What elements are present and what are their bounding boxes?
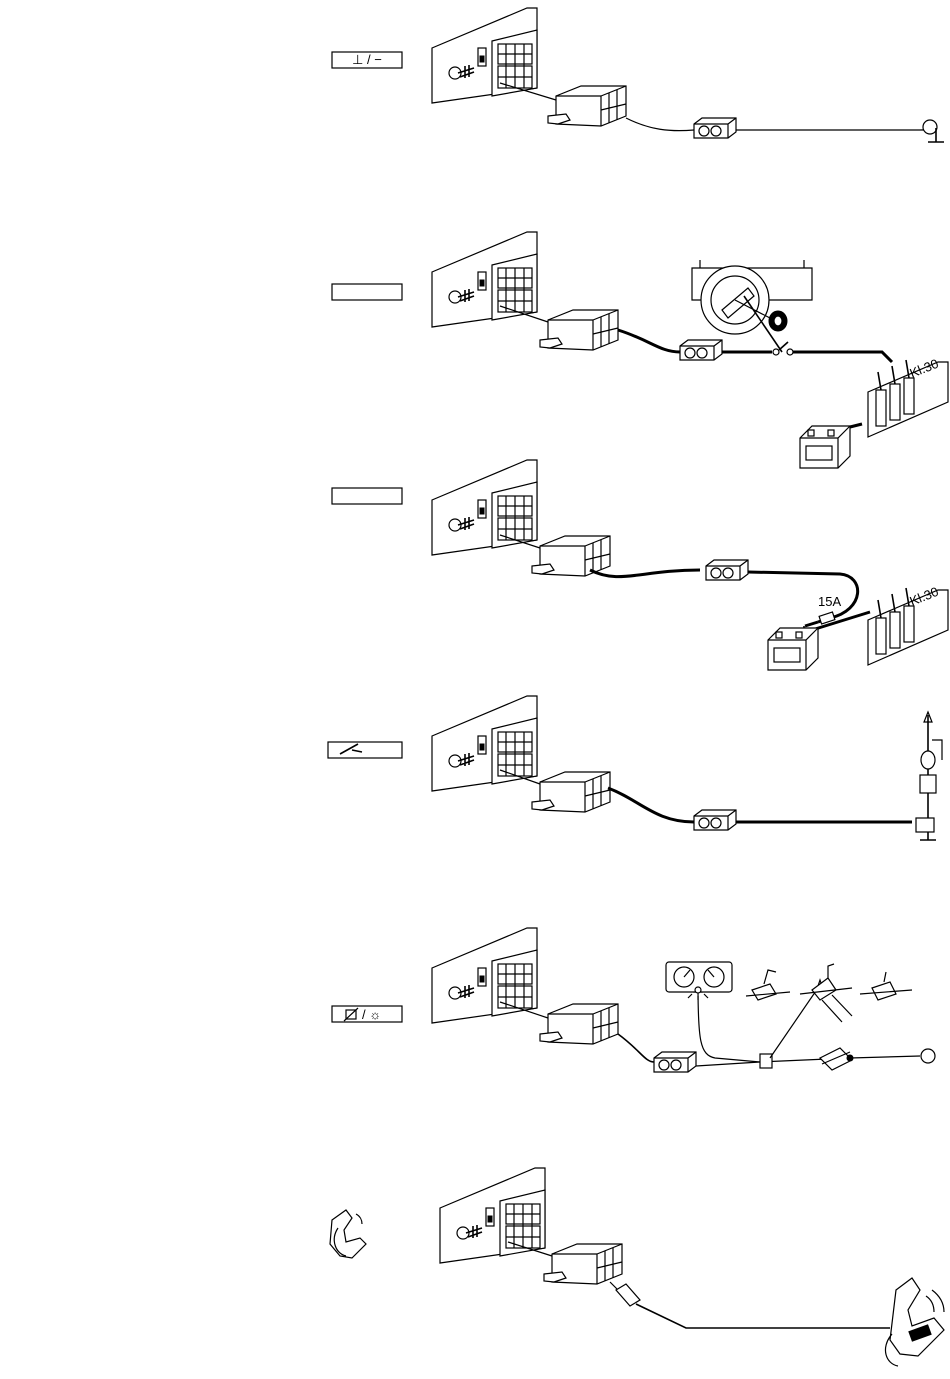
inline-socket <box>694 810 736 830</box>
battery-cable <box>590 570 700 577</box>
antenna-cable <box>608 788 694 822</box>
mute-cable <box>636 1304 890 1328</box>
splice-connector-icon <box>746 970 790 1000</box>
ground-ring-terminal <box>923 120 937 134</box>
inline-socket <box>680 340 722 360</box>
panel-ground: ⊥ / − <box>332 8 944 142</box>
iso-adapter-plug <box>540 1004 618 1044</box>
iso-adapter-plug <box>532 536 610 576</box>
illumination-symbol-label: / ☼ <box>362 1007 381 1022</box>
inline-socket <box>706 560 748 580</box>
mute-plug-icon <box>616 1284 640 1306</box>
crimping-pliers-icon <box>800 964 852 1022</box>
illumination-cable <box>618 1034 654 1062</box>
ignition-cable <box>618 330 680 352</box>
panel-illumination: / ☼ <box>332 928 935 1072</box>
iso-adapter-plug <box>544 1244 622 1284</box>
power-antenna-icon <box>916 712 942 840</box>
panel-battery: 15A Kl.30 <box>332 460 948 670</box>
fuse-box <box>868 588 948 665</box>
head-unit <box>432 696 537 791</box>
ignition-label-box <box>332 284 402 300</box>
ground-ring-terminal <box>921 1049 935 1063</box>
head-unit <box>432 460 537 555</box>
wire-splice <box>760 1054 772 1068</box>
ground-cable <box>626 118 694 131</box>
iso-adapter-plug <box>540 310 618 350</box>
inline-socket <box>654 1052 696 1072</box>
panel-antenna <box>328 696 942 840</box>
fuse-rating-label: 15A <box>818 594 841 609</box>
ground-minus-icon: ⊥ / − <box>352 52 382 67</box>
connected-splice-icon <box>860 972 912 1000</box>
battery-label-box <box>332 488 402 504</box>
telephone-icon <box>330 1210 366 1258</box>
car-battery <box>768 628 818 670</box>
head-unit <box>432 8 537 103</box>
steering-wheel-icon <box>692 260 812 352</box>
iso-adapter-plug <box>548 86 626 126</box>
panel-phone <box>330 1168 944 1366</box>
antenna-label-box <box>328 742 402 758</box>
inline-socket <box>694 118 736 138</box>
iso-adapter-plug <box>532 772 610 812</box>
panel-ignition: Kl.30 <box>332 232 948 468</box>
fuse-box <box>868 360 948 437</box>
car-phone-icon <box>885 1278 944 1366</box>
car-battery <box>800 426 850 468</box>
instrument-cluster-icon <box>666 962 732 1000</box>
illumination-icon <box>344 1008 358 1021</box>
